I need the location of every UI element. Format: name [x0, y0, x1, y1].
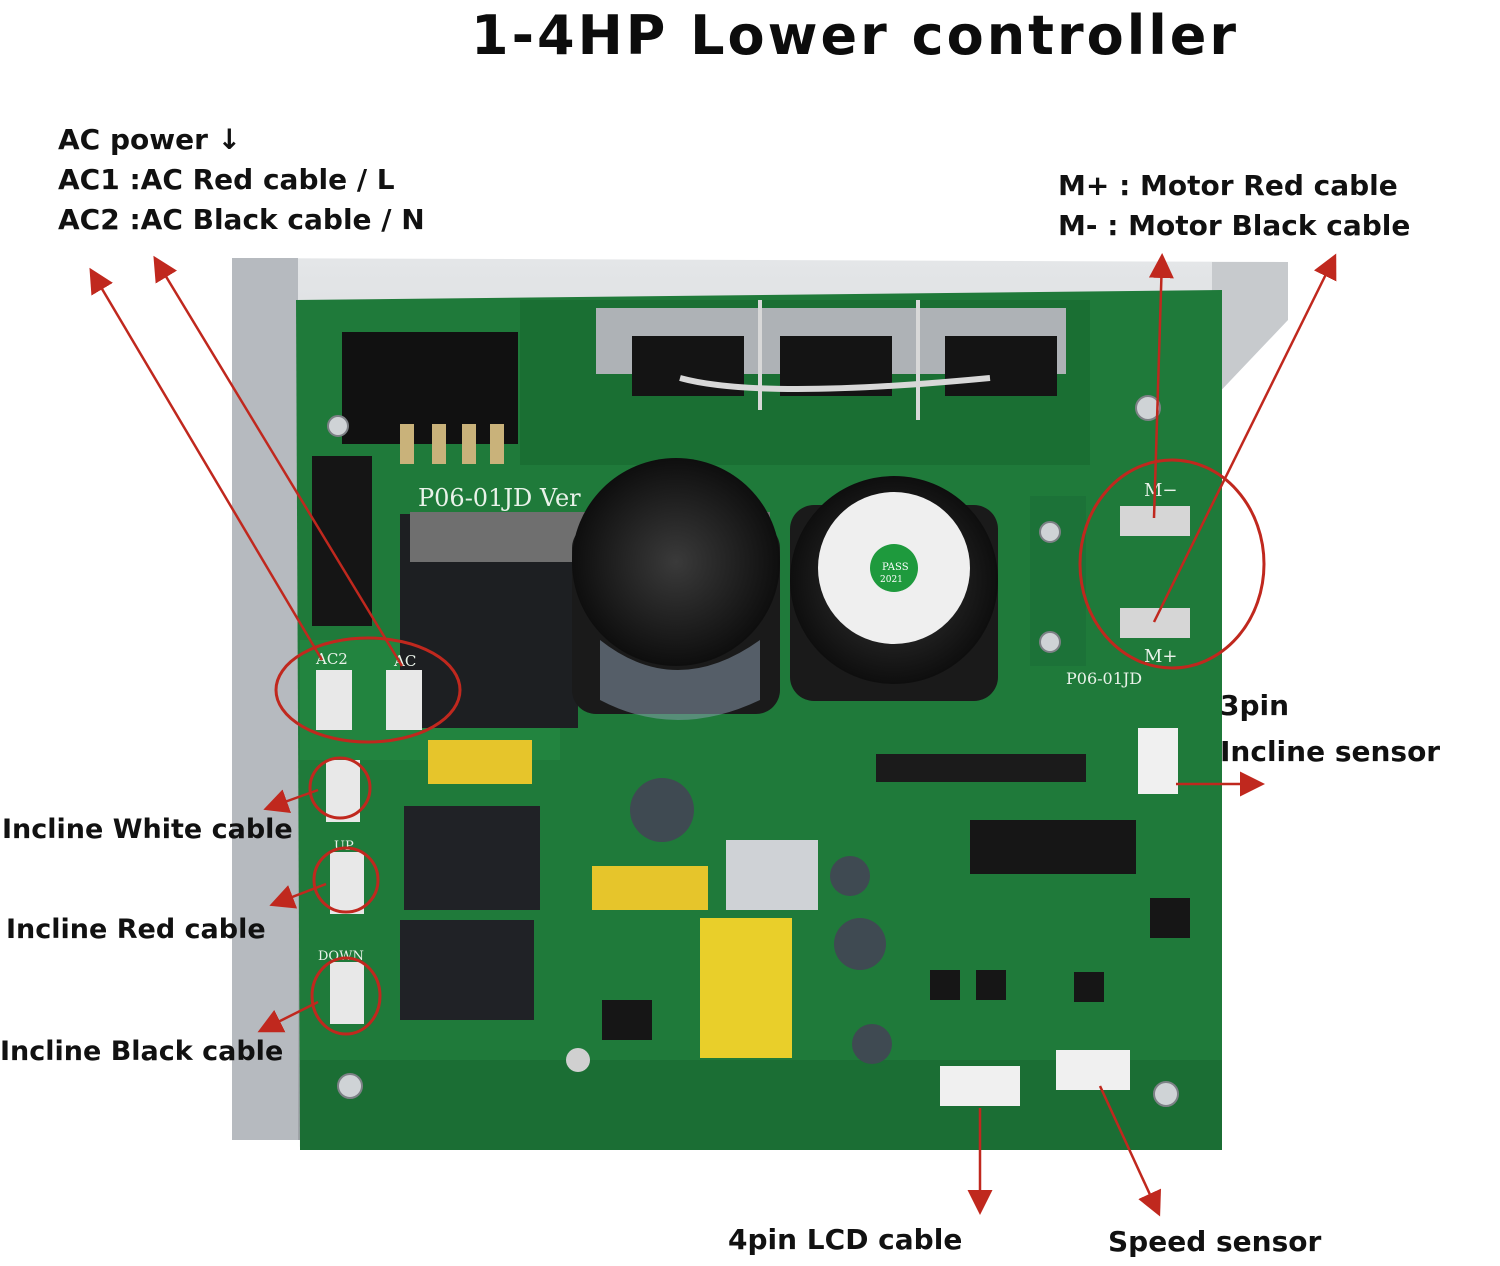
- label-incline-white: Incline White cable: [2, 814, 293, 845]
- silk-down: DOWN: [318, 949, 364, 964]
- capacitor-right: [790, 476, 998, 701]
- annotation-arrows: [89, 253, 1337, 1217]
- label-ac-power: AC power ↓: [58, 123, 242, 156]
- label-incline-sensor: Incline sensor: [1220, 735, 1441, 768]
- mounting-screws: [327, 395, 1179, 1107]
- label-incline-red: Incline Red cable: [6, 914, 266, 945]
- pass-sticker-text: PASS: [882, 562, 909, 573]
- incline-red-circle: [312, 846, 380, 914]
- silk-ac2: AC2: [315, 650, 348, 668]
- power-transistors: [596, 300, 1066, 420]
- fuse-holder: [342, 332, 518, 464]
- pass-sticker: [870, 544, 918, 592]
- incline-white-circle: [308, 756, 372, 820]
- logic-section: [566, 728, 1190, 1106]
- incline-relays: [400, 740, 708, 1020]
- label-incline-black: Incline Black cable: [0, 1036, 284, 1067]
- ac-terminals: [316, 670, 422, 730]
- ac-highlight-circle: [274, 636, 462, 744]
- label-ac2: AC2 :AC Black cable / N: [58, 203, 425, 236]
- label-motor-red: M+ : Motor Red cable: [1058, 169, 1398, 202]
- annotation-circles: [274, 458, 1266, 1036]
- silkscreen-text: P06-01JD Ver P06-01JD AC2 AC M− M+ UP DO…: [315, 480, 1178, 964]
- incline-terminals: [326, 760, 364, 1024]
- silk-up: UP: [334, 839, 354, 854]
- label-3pin: 3pin: [1220, 689, 1290, 722]
- silk-m-plus: M+: [1144, 646, 1178, 667]
- motor-highlight-circle: [1078, 458, 1266, 670]
- label-speed-sensor: Speed sensor: [1108, 1225, 1322, 1258]
- label-ac1: AC1 :AC Red cable / L: [58, 163, 395, 196]
- silk-model-bottom: P06-01JD: [1066, 669, 1142, 688]
- incline-black-circle: [310, 956, 382, 1036]
- label-lcd-cable: 4pin LCD cable: [728, 1223, 963, 1256]
- label-motor-black: M- : Motor Black cable: [1058, 209, 1411, 242]
- capacitor-left: [572, 458, 780, 720]
- pass-sticker-year: 2021: [880, 575, 903, 585]
- silk-m-minus: M−: [1144, 480, 1178, 501]
- page-title: 1-4HP Lower controller: [471, 4, 1239, 67]
- silk-model-top: P06-01JD Ver: [418, 484, 581, 512]
- silk-ac1: AC: [393, 652, 416, 670]
